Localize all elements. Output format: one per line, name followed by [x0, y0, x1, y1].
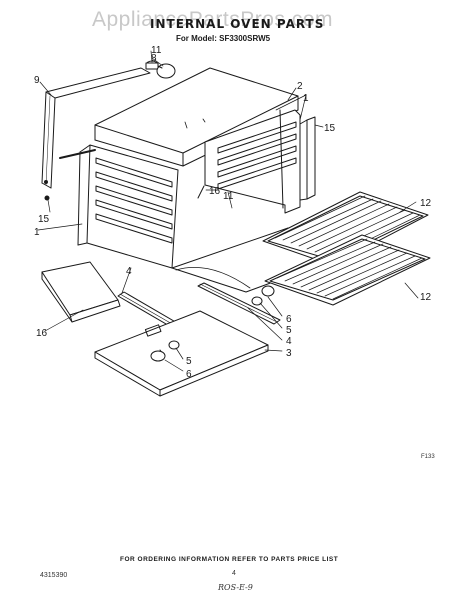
handwritten-note: ROS-E-9: [218, 583, 253, 592]
callout-7: 9: [34, 75, 40, 86]
callout-2: 2: [297, 81, 303, 92]
part-13-bracket: [299, 116, 316, 201]
part-3-lower-tray: [94, 310, 269, 397]
callout-14: 16: [209, 186, 221, 197]
part-2-right-side-panel: [204, 109, 301, 214]
callout-3: 3: [286, 348, 292, 359]
callout-6-lower: 6: [186, 369, 192, 380]
callout-13: 15: [324, 123, 336, 134]
part-4-element-tube-right: [197, 282, 281, 325]
model-line: For Model: SF3300SRW5: [176, 34, 271, 43]
part-16-front-trim: [41, 261, 121, 323]
callout-12-upper: 12: [420, 198, 432, 209]
callout-4-right: 4: [286, 336, 292, 347]
ordering-note: FOR ORDERING INFORMATION REFER TO PARTS …: [120, 556, 339, 563]
page-number: 4: [232, 570, 236, 577]
callout-16: 16: [36, 328, 48, 339]
diagram-title: INTERNAL OVEN PARTS: [150, 17, 325, 31]
part-12-oven-rack-upper: [262, 191, 429, 266]
callout-11: 11: [223, 191, 234, 202]
callout-leaders: [37, 50, 419, 372]
part-7-rear-panel: [41, 67, 151, 189]
part-12-oven-rack-lower: [264, 234, 431, 306]
callout-1: 1: [34, 227, 40, 238]
watermark-text: AppliancePartsPros.com: [92, 8, 333, 31]
document-part-number: 4315390: [40, 572, 68, 579]
callout-5-upper: 5: [286, 325, 292, 336]
part-5-6-light-lower: [150, 340, 180, 362]
part-14-clip: [197, 185, 205, 199]
callout-6-upper: 6: [286, 314, 292, 325]
callout-15: 15: [38, 214, 50, 225]
figure-code: F133: [421, 454, 435, 460]
callout-4-left: 4: [126, 266, 132, 277]
callout-labels: 9 11 8 2 1 15 16 11 12 15 1 4 12 16 6 5 …: [34, 45, 432, 380]
callout-5-lower: 5: [186, 356, 192, 367]
callout-1-top: 1: [303, 93, 309, 104]
callout-8: 8: [151, 53, 157, 64]
callout-12-lower: 12: [420, 292, 432, 303]
part-15-screw: [44, 195, 50, 201]
part-8-9-oven-light: [145, 60, 176, 79]
part-5-6-light-upper: [251, 285, 275, 306]
part-1-left-side-panel: [59, 144, 179, 269]
callout-9: 11: [151, 45, 162, 56]
